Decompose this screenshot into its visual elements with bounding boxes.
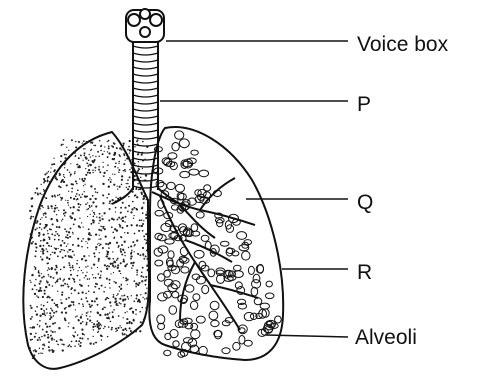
- label-q: Q: [357, 192, 373, 213]
- left-lung: [23, 132, 149, 369]
- alveoli-clusters: [154, 131, 282, 357]
- label-alveoli: Alveoli: [355, 327, 417, 348]
- label-r: R: [357, 262, 372, 283]
- voice-box: [126, 9, 164, 42]
- left-lung-stipple: [29, 139, 149, 359]
- label-p: P: [357, 94, 371, 115]
- label-voice-box: Voice box: [357, 34, 448, 55]
